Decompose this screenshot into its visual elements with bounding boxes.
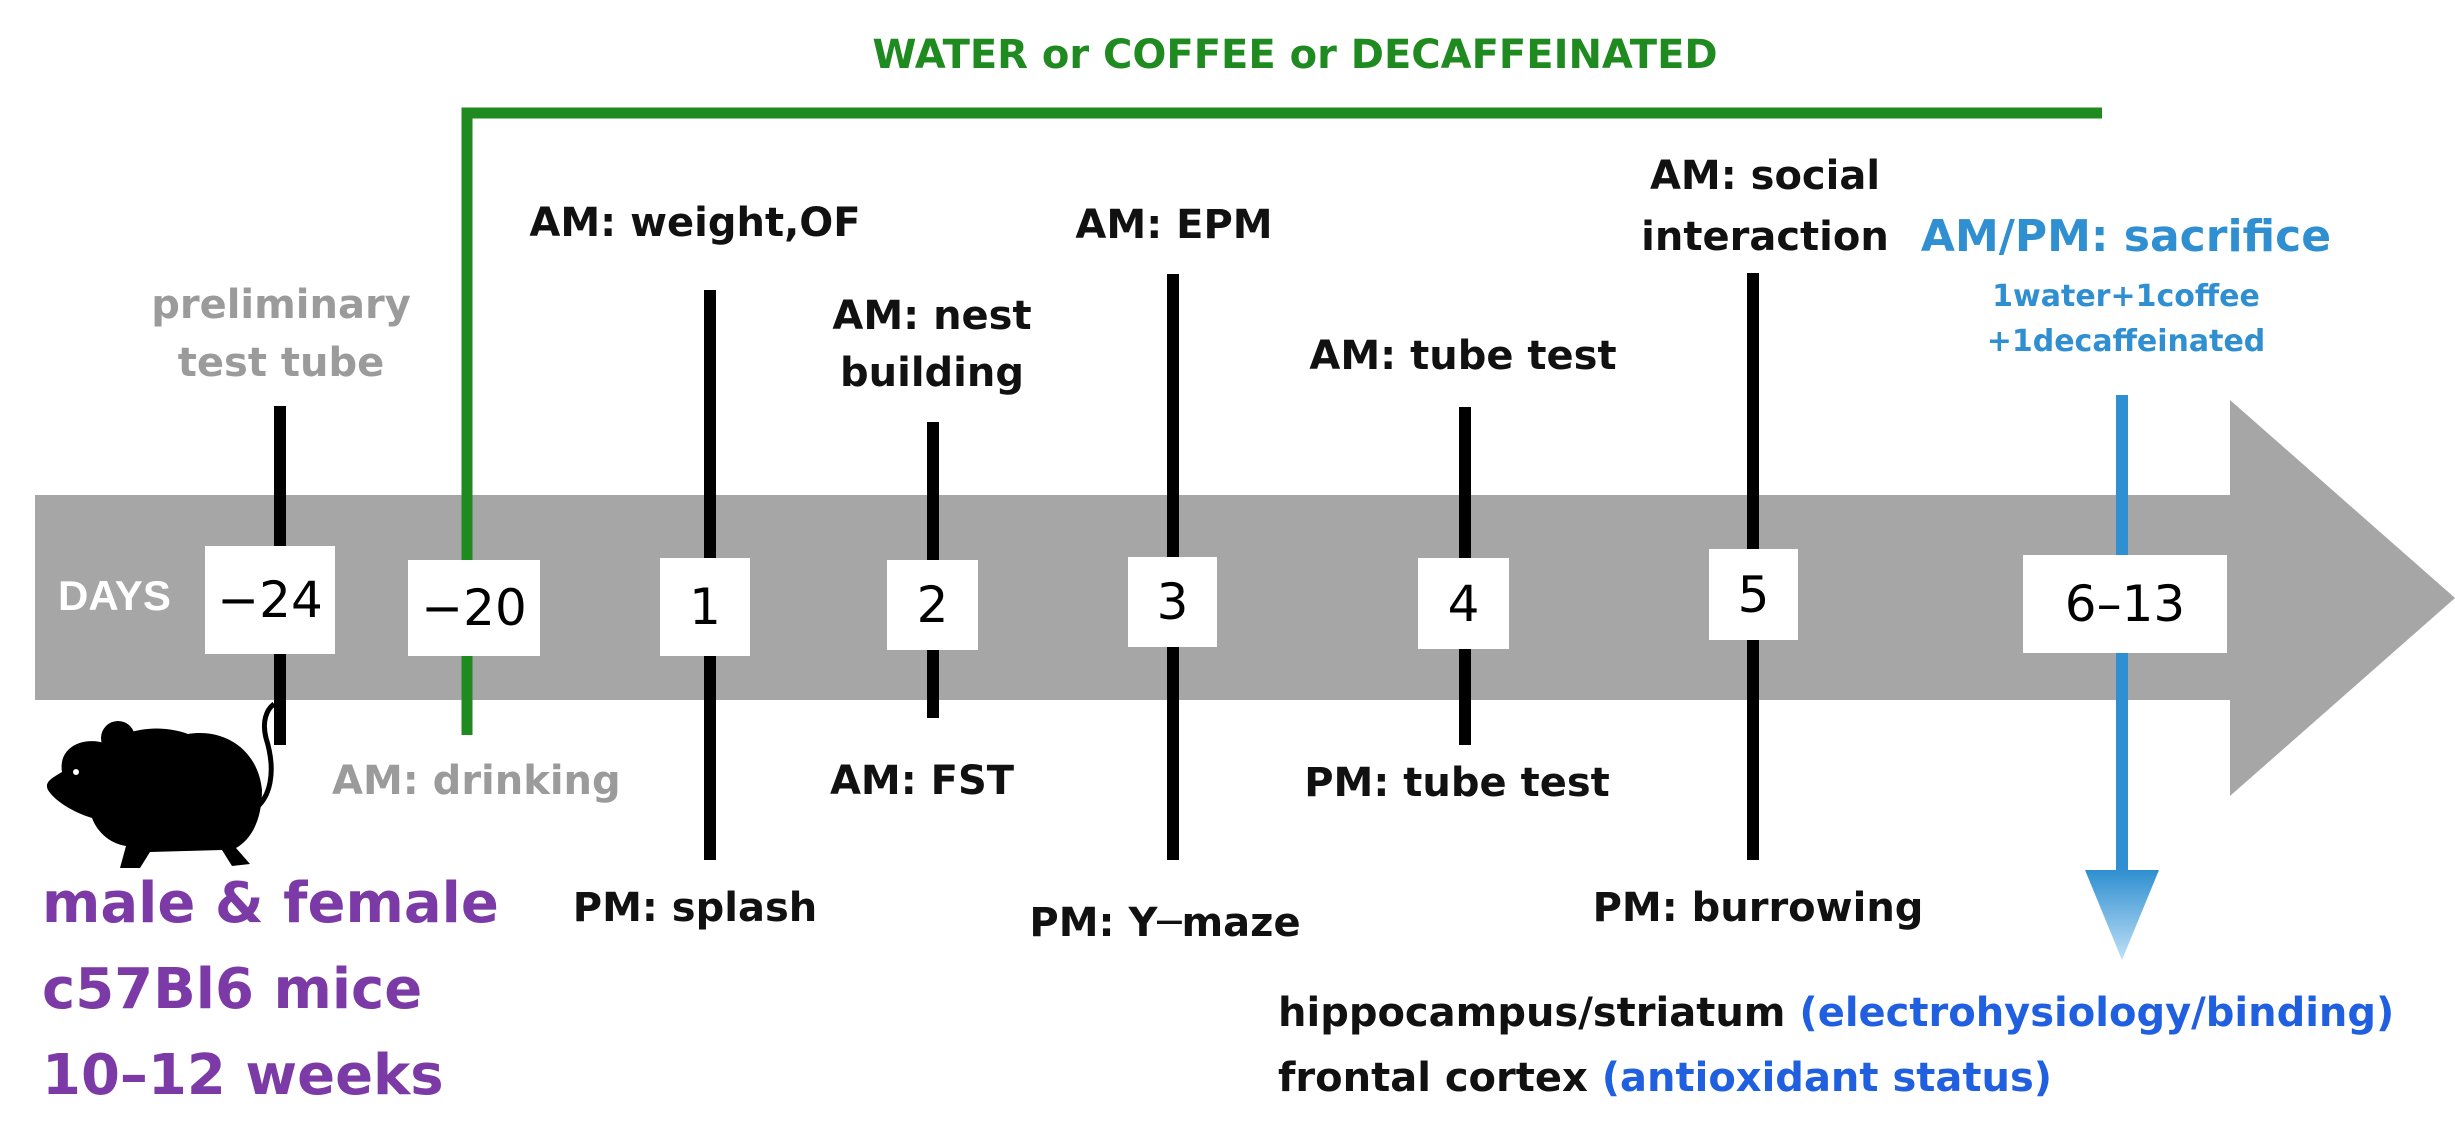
treatment-bracket (461, 107, 2102, 735)
tissue-region-2: frontal cortex (1278, 1055, 1602, 1101)
day-box-2: 2 (887, 560, 978, 650)
day-box-5: 5 (1709, 549, 1798, 640)
tissue-line-1: hippocampus/striatum (electrohysiology/b… (1278, 990, 2394, 1036)
tissue-region-1: hippocampus/striatum (1278, 990, 1800, 1036)
day-box-4: 4 (1418, 558, 1509, 649)
subjects-line3: 10–12 weeks (42, 1043, 444, 1108)
sacrifice-group-line1: 1water+1coffee (1992, 279, 2260, 314)
subjects-line1: male & female (42, 871, 499, 936)
day4-am-label: AM: tube test (1309, 333, 1617, 379)
day-box-6-13: 6–13 (2023, 555, 2227, 653)
mouse-silhouette-icon (46, 702, 276, 868)
day2-am-label-line1: AM: nest (832, 293, 1032, 339)
subjects-line2: c57Bl6 mice (42, 957, 423, 1022)
preliminary-label-line2: test tube (177, 340, 385, 386)
day5-am-label-line2: interaction (1641, 214, 1889, 260)
day5-am-label-line1: AM: social (1649, 153, 1881, 199)
day-box-minus-24: −24 (205, 546, 335, 654)
days-axis-label: DAYS (58, 572, 171, 619)
day1-am-label: AM: weight,OF (529, 200, 861, 246)
mouse-eye (73, 769, 79, 775)
preliminary-label-line1: preliminary (151, 282, 411, 328)
day4-pm-label: PM: tube test (1304, 760, 1610, 806)
day5-pm-label: PM: burrowing (1592, 885, 1924, 931)
day2-am-label-line2: building (840, 350, 1024, 396)
tissue-assay-1: (electrohysiology/binding) (1799, 990, 2395, 1036)
day2-pm-label: AM: FST (829, 758, 1015, 804)
day-box-minus-20: −20 (408, 560, 540, 656)
day-box-3: 3 (1128, 557, 1217, 647)
timeline-arrow (35, 400, 2455, 796)
sacrifice-arrow-head (2085, 870, 2159, 960)
day1-pm-label: PM: splash (572, 885, 818, 931)
sacrifice-group-line2: +1decaffeinated (1986, 324, 2266, 359)
sacrifice-label: AM/PM: sacrifice (1920, 211, 2332, 262)
day3-am-label: AM: EPM (1075, 202, 1273, 248)
day3-pm-label: PM: Y─maze (1029, 900, 1301, 946)
day-box-1: 1 (660, 558, 750, 656)
treatment-label: WATER or COFFEE or DECAFFEINATED (872, 32, 1718, 78)
tissue-assay-2: (antioxidant status) (1601, 1055, 2053, 1101)
drinking-label: AM: drinking (332, 758, 621, 804)
tissue-line-2: frontal cortex (antioxidant status) (1278, 1055, 2052, 1101)
